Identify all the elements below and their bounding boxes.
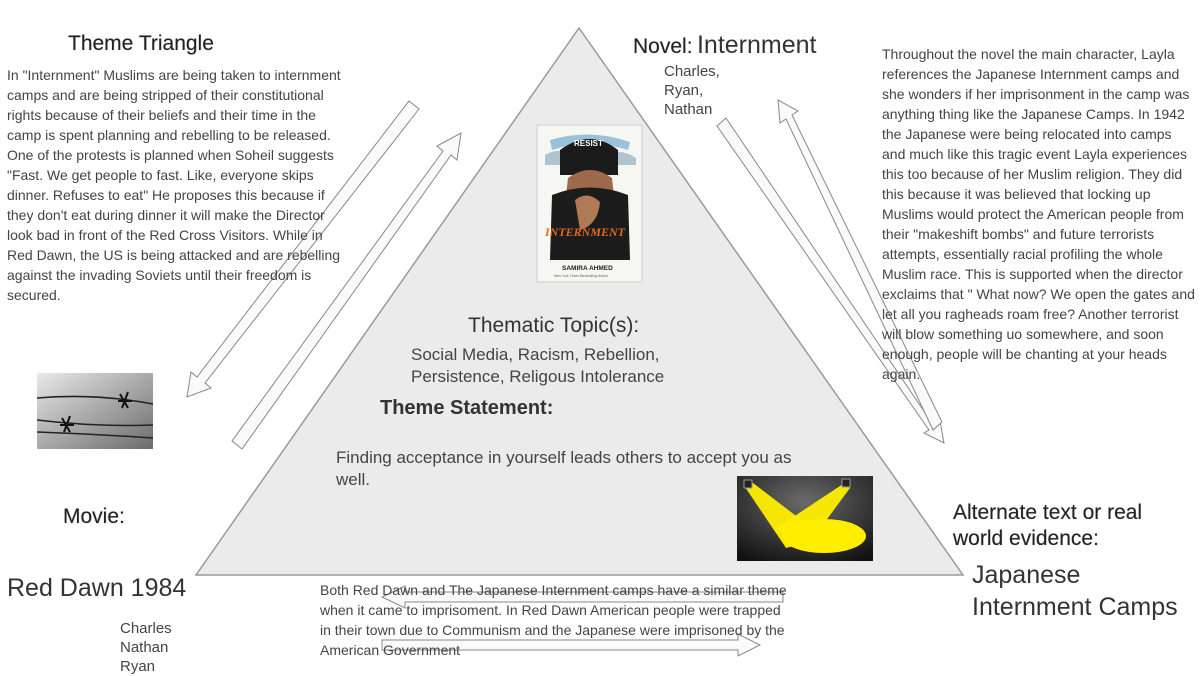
theme-triangle-text: In "Internment" Muslims are being taken … — [7, 67, 341, 303]
alternate-label-line1: Alternate text or real — [953, 501, 1143, 524]
movie-author-1: Charles — [120, 620, 172, 637]
novel-authors: Charles, Ryan, Nathan — [664, 62, 720, 119]
cover-top-text: RESIST — [574, 139, 603, 148]
novel-label: Novel: — [633, 35, 693, 58]
novel-analysis-text: Throughout the novel the main character,… — [882, 46, 1195, 382]
movie-author-2: Nathan — [120, 639, 169, 656]
novel-author-3: Nathan — [664, 101, 713, 118]
arrow-right-down-a — [716, 117, 945, 444]
arrow-left-down — [186, 100, 420, 398]
novel-author-2: Ryan, — [664, 82, 704, 99]
alternate-title: Japanese Internment Camps — [972, 559, 1178, 623]
arrow-bottom-left — [380, 585, 784, 609]
spotlight-image — [737, 476, 873, 561]
arrow-bottom-right — [381, 633, 762, 657]
movie-author-3: Ryan — [120, 658, 156, 675]
novel-author-1: Charles, — [664, 63, 720, 80]
arrow-left-up — [231, 132, 462, 450]
barbed-wire-image — [36, 373, 154, 449]
book-cover-image: RESIST INTERNMENT SAMIRA AHMED New York … — [536, 124, 643, 283]
theme-triangle — [194, 26, 965, 576]
alternate-title-line1: Japanese — [972, 561, 1081, 589]
movie-title: Red Dawn 1984 — [7, 574, 187, 602]
alternate-label: Alternate text or real world evidence: — [953, 500, 1142, 552]
thematic-topics-line1: Social Media, Racism, Rebellion, — [411, 345, 660, 364]
cover-title: INTERNMENT — [544, 225, 626, 239]
novel-title: Internment — [696, 31, 817, 59]
alternate-label-line2: world evidence: — [953, 527, 1099, 550]
cover-author: SAMIRA AHMED — [562, 265, 613, 272]
arrow-right-up — [777, 99, 943, 431]
theme-statement-text: Finding acceptance in yourself leads oth… — [336, 448, 792, 489]
movie-authors: Charles Nathan Ryan — [120, 619, 172, 676]
theme-triangle-title: Theme Triangle — [68, 32, 214, 55]
theme-statement-label: Theme Statement: — [380, 397, 554, 419]
comparison-text: Both Red Dawn and The Japanese Internmen… — [320, 582, 787, 658]
novel-heading: Novel: Internment — [633, 31, 817, 60]
alternate-title-line2: Internment Camps — [972, 593, 1178, 621]
thematic-topic-label: Thematic Topic(s): — [468, 314, 640, 337]
thematic-topics-line2: Persistence, Religous Intolerance — [411, 367, 665, 386]
cover-tagline: New York Times Bestselling Author — [554, 274, 609, 278]
movie-label: Movie: — [63, 505, 125, 528]
